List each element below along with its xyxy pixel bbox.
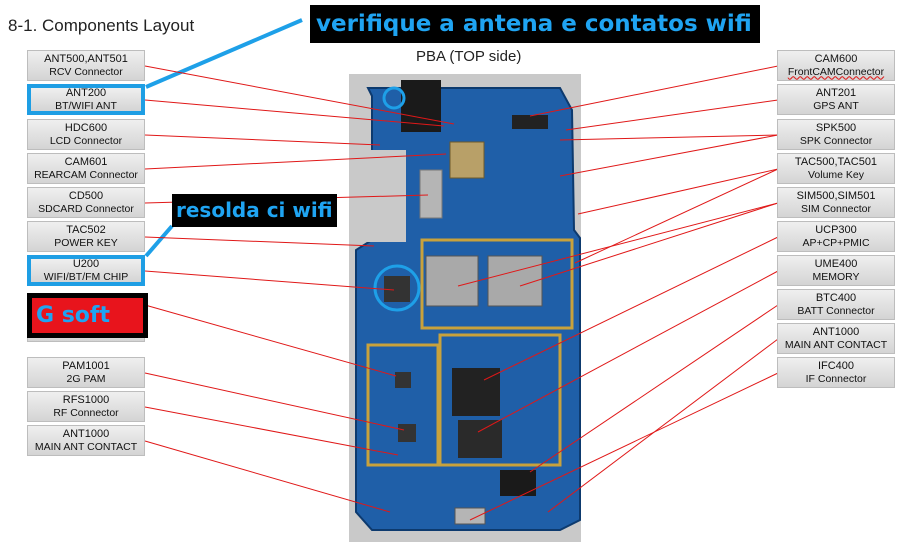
leader-ucp300 (483, 236, 779, 381)
banner-resolda-note: resolda ci wifi (172, 194, 337, 227)
cam-connector-part (512, 115, 548, 129)
shield-frame (420, 238, 574, 330)
leader-ant500 (144, 65, 455, 125)
leader-sim501 (519, 202, 779, 287)
leader-ant1000-left (144, 440, 391, 513)
leader-btc400 (529, 304, 779, 473)
banner-antenna-note: verifique a antena e contatos wifi (310, 5, 760, 43)
lcd-connector-part (449, 141, 485, 179)
highlight-ant200 (382, 86, 406, 110)
batt-connector-part (500, 470, 536, 496)
leader-b18pam (144, 304, 397, 377)
leader-cam601 (144, 153, 447, 170)
board-side-title: PBA (TOP side) (416, 48, 522, 65)
leader-tac502 (144, 236, 375, 247)
rf-shield-frame (366, 343, 440, 467)
callout-line-antenna (145, 18, 303, 89)
sim-tray-1 (425, 255, 479, 307)
leader-cam600 (529, 65, 779, 117)
leader-pam1001 (144, 372, 405, 431)
wifi-chip (384, 276, 410, 302)
leader-ant1000-right (547, 338, 779, 513)
sim-tray-2 (487, 255, 543, 307)
leader-hdc600 (144, 134, 381, 146)
sdcard-slot-part (419, 169, 443, 219)
pam-chip (395, 372, 411, 388)
leader-ifc400 (469, 372, 779, 521)
right-leader-lines (457, 65, 779, 521)
leader-rfs1000 (144, 406, 399, 456)
highlight-u200 (373, 264, 421, 312)
gsoft-watermark: G soft (27, 293, 148, 338)
ap-shield-frame (438, 333, 562, 467)
leader-ant201 (565, 99, 779, 131)
leader-spk500-b (559, 134, 779, 177)
leader-ant200 (144, 99, 445, 127)
callout-line-resolda (144, 224, 174, 258)
memory-chip (458, 420, 502, 458)
leader-u200 (144, 270, 395, 291)
leader-tac501 (574, 168, 779, 264)
leader-spk500-a (559, 134, 779, 141)
leader-sim500 (457, 202, 779, 287)
leader-ume400 (477, 270, 779, 433)
2g-pam-chip (398, 424, 416, 442)
page-title: 8-1. Components Layout (8, 16, 195, 35)
leader-tac500 (577, 168, 779, 215)
usb-port-part (454, 507, 486, 525)
